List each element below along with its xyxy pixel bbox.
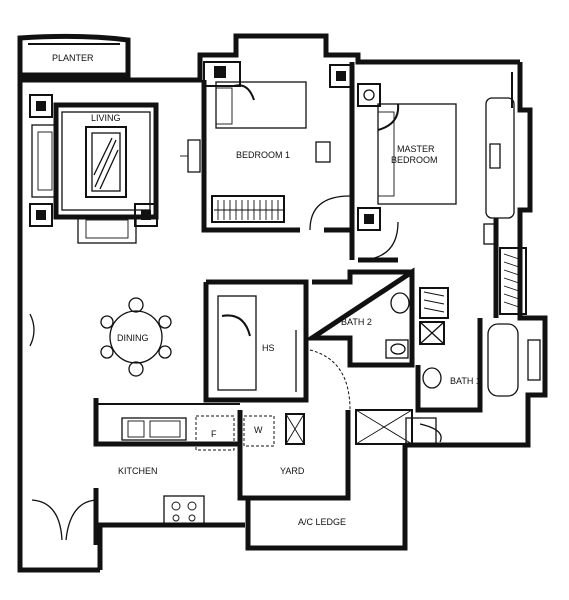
label-washer: W [254, 425, 263, 435]
label-yard: YARD [280, 466, 305, 476]
label-dining: DINING [117, 333, 149, 343]
exterior-walls [17, 33, 548, 573]
master-bedroom [357, 83, 527, 318]
bathtub [487, 323, 519, 397]
bedroom-1 [180, 61, 355, 260]
dining-area [29, 297, 172, 377]
column-marker [29, 94, 53, 118]
wardrobe [499, 247, 527, 315]
label-master-line2: BEDROOM [391, 155, 438, 165]
door-swing [357, 221, 399, 261]
label-fridge: F [211, 429, 217, 439]
cooker-hob [163, 495, 205, 525]
sink [121, 417, 187, 441]
cabinet [419, 287, 449, 319]
master-bed [377, 103, 457, 205]
armchair [77, 216, 137, 244]
label-living: LIVING [91, 113, 121, 123]
kitchen [31, 398, 275, 541]
room-labels: PLANTER LIVING BEDROOM 1 MASTER BEDROOM … [52, 53, 481, 527]
label-ac-ledge: A/C LEDGE [298, 517, 346, 527]
column-marker [29, 203, 53, 227]
door-swing [309, 195, 351, 231]
label-bath-1: BATH 1 [450, 376, 481, 386]
wardrobe [211, 195, 285, 223]
label-kitchen: KITCHEN [118, 466, 158, 476]
label-master-line1: MASTER [397, 144, 435, 154]
label-planter: PLANTER [52, 53, 94, 63]
label-bedroom-1: BEDROOM 1 [236, 150, 290, 160]
door-swing [31, 499, 63, 541]
bath-1 [415, 318, 541, 413]
living-room [29, 94, 159, 244]
household-shelter [203, 279, 351, 411]
column-marker [134, 203, 158, 227]
toilet [390, 292, 410, 314]
sofa [31, 124, 58, 198]
toilet [422, 367, 442, 389]
dining-table [109, 310, 163, 364]
bath-2 [303, 267, 449, 368]
label-bath-2: BATH 2 [341, 317, 372, 327]
fridge-space [195, 415, 235, 451]
label-hs: HS [262, 343, 275, 353]
washer-space [243, 415, 275, 447]
service-yard [237, 409, 442, 501]
coffee-table [85, 126, 127, 198]
bed [215, 81, 307, 129]
